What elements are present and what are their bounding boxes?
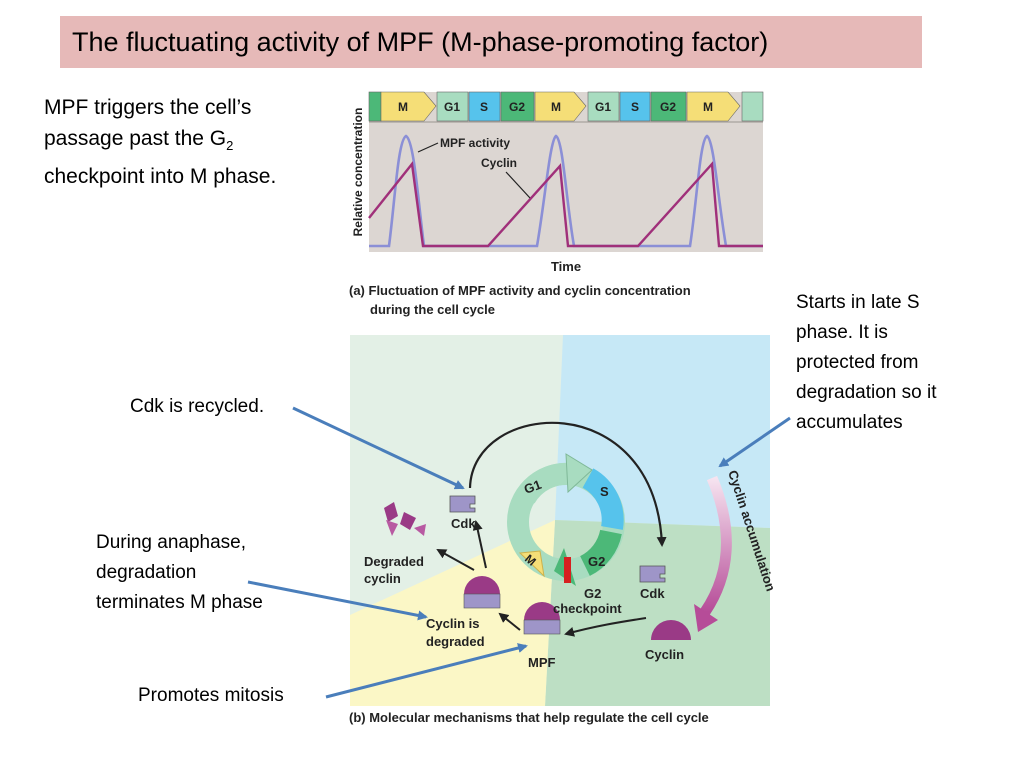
cycle-label-g1: G1	[522, 477, 543, 497]
cycle-segment-g1	[515, 462, 574, 504]
degrading-cdk-shape	[463, 593, 501, 609]
intro-line-2: passage past the G2	[44, 123, 344, 161]
degradation-arrow	[436, 549, 475, 571]
mpf-label: MPF	[528, 655, 556, 670]
region-yellow	[350, 520, 555, 706]
phase-block-g1: G1	[436, 91, 469, 122]
late-s-line: Starts in late S	[796, 292, 920, 313]
anaphase-line: degradation	[96, 562, 197, 583]
late-s-line: degradation so it	[796, 382, 937, 403]
cdk-cyclin-to-mpf-arrow	[564, 617, 647, 637]
phase-label: G2	[509, 100, 525, 114]
intro-line-2-subscript: 2	[226, 138, 234, 154]
phase-block-g2: G2	[650, 91, 687, 122]
cyclin-accumulation-arrowhead	[694, 604, 718, 632]
phase-block-m: M	[534, 91, 587, 122]
late-s-line: accumulates	[796, 412, 903, 433]
phase-label: G2	[660, 100, 676, 114]
mpf-label-leader	[417, 142, 439, 153]
y-axis-label: Relative concentration	[351, 108, 365, 237]
mpf-to-degradation-arrow	[498, 612, 521, 631]
cyclin-right-label: Cyclin	[645, 647, 684, 662]
phase-block-s: S	[619, 91, 651, 122]
phase-block-m: M	[686, 91, 741, 122]
cdk-shape-top	[449, 495, 476, 513]
phase-label: M	[703, 100, 713, 114]
cyclin-degraded-label-2: degraded	[426, 634, 485, 649]
late-s-pointer	[718, 416, 791, 468]
phase-label: M	[398, 100, 408, 114]
mitosis-note: Promotes mitosis	[138, 685, 284, 706]
late-s-line: phase. It is	[796, 322, 888, 343]
cycle-label-g2: G2	[588, 554, 605, 569]
mpf-activity-curve	[369, 134, 763, 248]
cyclin-shape-right	[651, 620, 691, 640]
panel-b-caption: (b) Molecular mechanisms that help regul…	[349, 710, 709, 725]
intro-line-2-text: passage past the G	[44, 127, 227, 150]
x-axis-label: Time	[551, 259, 581, 274]
phase-label: S	[480, 100, 488, 114]
panel-a-caption-line1: (a) Fluctuation of MPF activity and cycl…	[349, 283, 691, 298]
g2-checkpoint-bar	[564, 557, 571, 583]
phase-label: M	[551, 100, 561, 114]
intro-text: MPF triggers the cell’s passage past the…	[44, 92, 344, 192]
phase-block-g1: G1	[587, 91, 620, 122]
cyclin-degraded-label-1: Cyclin is	[426, 616, 479, 631]
phase-label: G1	[444, 100, 460, 114]
phase-block-g1-partial	[741, 91, 764, 122]
cycle-label-s: S	[600, 484, 609, 499]
anaphase-note: During anaphase, degradation terminates …	[96, 528, 326, 618]
anaphase-pointer	[247, 580, 428, 621]
mpf-cdk-shape	[523, 619, 561, 635]
cdk-right-label: Cdk	[640, 586, 665, 601]
cycle-segment-m	[518, 550, 545, 578]
degraded-cyclin-fragments	[384, 502, 426, 536]
cycle-segment-g2	[579, 529, 622, 576]
panel-a-caption-line2: during the cell cycle	[370, 302, 495, 317]
recycle-arc-arrow	[468, 421, 667, 547]
cycle-segment-s	[582, 468, 624, 530]
cyclin-label: Cyclin	[481, 156, 517, 170]
cdk-recycled-pointer	[292, 406, 465, 490]
cyclin-label-leader	[505, 171, 531, 199]
cdk-recycled-note: Cdk is recycled.	[130, 396, 265, 417]
slide-title: The fluctuating activity of MPF (M-phase…	[60, 16, 922, 68]
cdk-shape-right	[639, 565, 666, 583]
late-s-line: protected from	[796, 352, 919, 373]
phase-block-g2: G2	[500, 91, 535, 122]
phase-block-s: S	[468, 91, 501, 122]
cyclin-curve	[368, 161, 763, 248]
anaphase-line: During anaphase,	[96, 532, 246, 553]
recycle-cdk-arrow	[472, 520, 487, 569]
mpf-activity-label: MPF activity	[440, 136, 510, 150]
phase-label: S	[631, 100, 639, 114]
cycle-arrowhead-g1	[565, 453, 593, 494]
cdk-top-label: Cdk	[451, 516, 476, 531]
panel-b-diagram: G1 S G2 M Cdk Degraded cyclin Cyclin is …	[349, 335, 778, 725]
phase-label: G1	[595, 100, 611, 114]
cyclin-accumulation-arrow	[700, 475, 732, 616]
phase-block-m: M	[380, 91, 437, 122]
panel-a-graph: M G1 S G2 M G1 S G2 M MPF activity Cycli…	[349, 91, 764, 317]
degraded-cyclin-label-1: Degraded	[364, 554, 424, 569]
intro-line-1: MPF triggers the cell’s	[44, 96, 252, 119]
phase-block-g2-partial	[368, 91, 382, 122]
g2-checkpoint-label-1: G2	[584, 586, 601, 601]
intro-line-3: checkpoint into M phase.	[44, 165, 277, 189]
mpf-cyclin-shape	[524, 602, 560, 620]
late-s-note: Starts in late S phase. It is protected …	[796, 288, 1016, 438]
g2-checkpoint-label-2: checkpoint	[553, 601, 622, 616]
anaphase-line: terminates M phase	[96, 592, 263, 613]
mitosis-pointer	[325, 643, 528, 699]
degrading-cyclin-shape	[464, 576, 500, 594]
degraded-cyclin-label-2: cyclin	[364, 571, 401, 586]
